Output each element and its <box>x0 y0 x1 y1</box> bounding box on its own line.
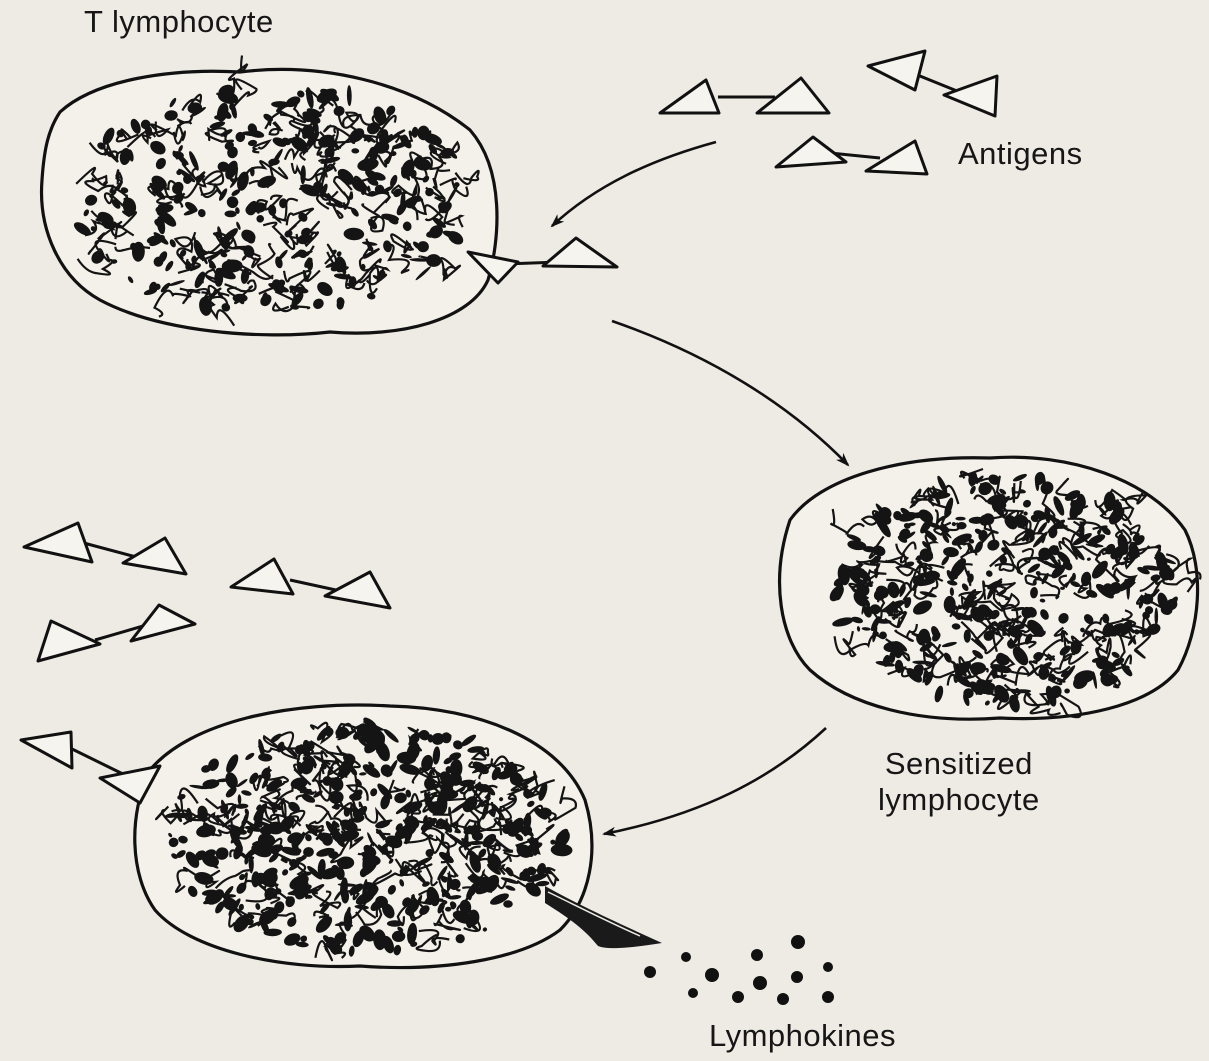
antigen-pair <box>24 523 186 574</box>
arrow-antigens-to-t-lymphocyte <box>552 142 716 226</box>
t-lymphocyte-cell <box>42 56 497 335</box>
lymphokines-label: Lymphokines <box>709 1018 896 1054</box>
antigen-pair <box>868 51 997 116</box>
antigen-pair <box>660 78 829 113</box>
lymphokine-dots <box>644 935 834 1005</box>
antigens-label: Antigens <box>958 136 1083 172</box>
antigen-bound-to-activated-lymphocyte <box>21 732 160 803</box>
sensitized-label-line1: Sensitized <box>878 746 1040 782</box>
antigen-pair <box>231 559 390 608</box>
t-lymphocyte-label: T lymphocyte <box>84 4 274 40</box>
antigen-pair <box>776 137 927 174</box>
antigen-pair <box>38 605 195 661</box>
antigen-cluster-left <box>24 523 390 661</box>
activated-lymphocyte-cell <box>135 705 592 967</box>
arrow-sensitized-to-activated <box>604 728 826 834</box>
sensitized-lymphocyte-label: Sensitized lymphocyte <box>878 746 1040 817</box>
antigen-cluster-top <box>660 51 997 174</box>
arrow-t-to-sensitized <box>612 321 848 465</box>
sensitized-lymphocyte-cell <box>780 457 1201 719</box>
sensitized-label-line2: lymphocyte <box>878 782 1040 818</box>
